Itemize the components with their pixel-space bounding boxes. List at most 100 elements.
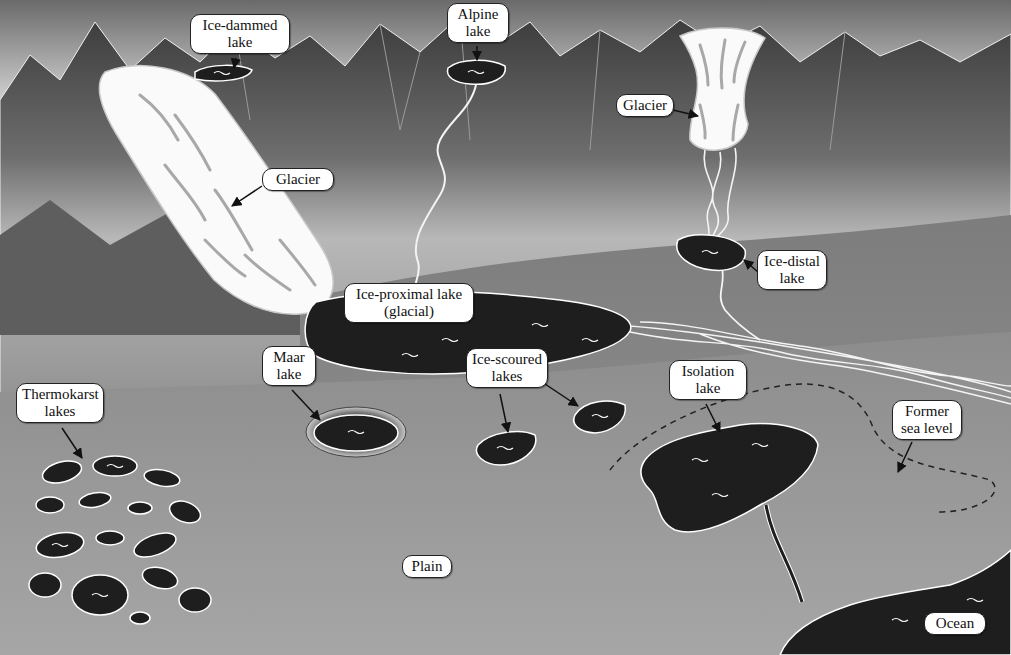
- glacier-crevasse: [140, 95, 315, 290]
- water-ripple: [967, 599, 983, 602]
- leader-arrow: [673, 110, 698, 116]
- callout-text: Former sea level: [898, 403, 956, 437]
- water-ripple: [402, 354, 418, 357]
- water-ripple: [692, 459, 708, 462]
- callout-box: Ice-distal lake: [757, 250, 827, 290]
- leader-arrow: [706, 404, 720, 432]
- water-ripple: [348, 431, 364, 434]
- callout-box: Glacier: [262, 168, 334, 191]
- callout-box: Ocean: [924, 612, 986, 635]
- leader-arrow: [232, 186, 262, 206]
- callout-box: Former sea level: [892, 400, 962, 440]
- thermokarst-pond: [93, 456, 137, 476]
- thermokarst-pond: [140, 564, 180, 593]
- leader-arrow: [292, 390, 320, 420]
- water-ripple: [468, 71, 484, 74]
- glacier-shape: [99, 66, 333, 315]
- thermokarst-pond: [72, 575, 128, 615]
- thermokarst-pond: [128, 502, 152, 514]
- ridge-line: [235, 16, 845, 150]
- water-ripple: [52, 544, 68, 547]
- callout-text: Ocean: [930, 615, 980, 632]
- thermokarst-pond: [29, 573, 61, 597]
- thermokarst-pond: [130, 612, 150, 624]
- leader-arrow: [476, 46, 478, 60]
- callout-text: Isolation lake: [675, 363, 741, 397]
- callout-text: Glacier: [268, 171, 328, 188]
- maar-lake: [314, 415, 398, 451]
- callout-text: Alpine lake: [453, 6, 503, 40]
- leader-arrow: [62, 428, 82, 458]
- water-ripple: [532, 324, 548, 327]
- maar-rim: [306, 407, 406, 457]
- lake-shape: [641, 424, 818, 532]
- meltwater-stream: [704, 148, 736, 238]
- leader-arrows: [62, 46, 912, 472]
- plain-ground: [0, 332, 1011, 655]
- water-ripple: [592, 415, 608, 418]
- callout-text: Maar lake: [268, 349, 310, 383]
- callout-box: Maar lake: [262, 346, 316, 386]
- thermokarst-pond: [179, 588, 211, 612]
- water-ripple: [107, 465, 123, 468]
- lake-shape: [195, 65, 252, 81]
- meltwater-stream: [721, 268, 760, 340]
- lake-shape: [477, 432, 536, 465]
- water-ripples: [52, 71, 983, 622]
- braided-river: [630, 322, 1011, 404]
- water-ripple: [712, 494, 728, 497]
- callout-text: Glacier: [622, 97, 668, 114]
- thermokarst-pond: [34, 529, 85, 561]
- outlet-channel-edge: [766, 505, 802, 602]
- lake-shape: [447, 60, 505, 84]
- water-ripple: [497, 447, 513, 450]
- leader-arrow: [744, 260, 758, 272]
- callout-box: Ice-dammed lake: [190, 14, 290, 54]
- water-ripple: [752, 444, 768, 447]
- leader-arrow: [898, 442, 912, 472]
- ocean-shape: [780, 550, 1011, 655]
- callout-box: Alpine lake: [447, 3, 509, 43]
- water-ripple: [892, 619, 908, 622]
- water-ripple: [442, 339, 458, 342]
- callout-box: Plain: [402, 555, 452, 578]
- alpine-stream: [414, 85, 476, 293]
- outlet-channel: [766, 505, 802, 602]
- callout-box: Thermokarst lakes: [16, 383, 104, 423]
- thermokarst-pond: [143, 467, 181, 489]
- callout-text: Ice-distal lake: [763, 253, 821, 287]
- glacier-crevasse: [700, 40, 745, 140]
- callout-text: Ice-dammed lake: [196, 17, 284, 51]
- callout-box: Ice-proximal lake (glacial): [344, 283, 474, 323]
- water-ripple: [582, 339, 598, 342]
- callout-text: Ice-scoured lakes: [472, 351, 542, 385]
- callout-box: Ice-scoured lakes: [466, 348, 548, 388]
- leader-arrow: [545, 384, 578, 406]
- water-ripple: [214, 72, 230, 75]
- lake-group: [29, 60, 1011, 655]
- thermokarst-pond: [78, 490, 112, 509]
- mountain-range: [0, 16, 1011, 420]
- lake-shape: [574, 401, 626, 433]
- glacier-shape: [680, 28, 765, 150]
- thermokarst-pond: [40, 457, 84, 487]
- thermokarst-pond: [167, 497, 204, 527]
- leader-arrow: [500, 394, 508, 432]
- callout-box: Isolation lake: [669, 360, 747, 400]
- callout-text: Ice-proximal lake (glacial): [350, 286, 468, 320]
- callout-text: Plain: [408, 558, 446, 575]
- callout-text: Thermokarst lakes: [22, 386, 98, 420]
- thermokarst-pond: [131, 528, 179, 562]
- water-ripple: [92, 594, 108, 597]
- callout-box: Glacier: [616, 94, 674, 117]
- thermokarst-pond: [36, 497, 64, 513]
- water-ripple: [702, 251, 718, 254]
- thermokarst-pond: [96, 531, 124, 545]
- lake-shape: [677, 235, 745, 271]
- leader-arrow: [234, 58, 236, 68]
